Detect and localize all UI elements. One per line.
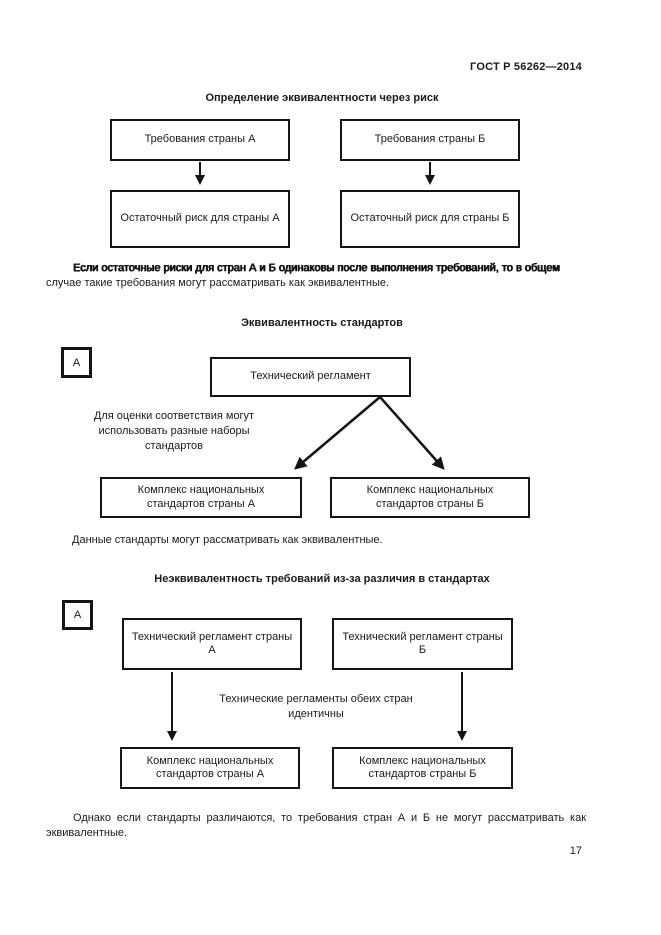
flow-box-residual-risk-country-a: Остаточный риск для страны А	[110, 190, 290, 248]
section-title-nonequivalence: Неэквивалентность требований из-за разли…	[154, 573, 490, 585]
figure-marker-a-1: А	[61, 347, 92, 378]
section-title-equivalence: Эквивалентность стандартов	[241, 317, 403, 329]
diagonal-arrow-icon	[294, 396, 381, 470]
page-number: 17	[569, 845, 582, 857]
flow-box-requirements-country-a: Требования страны А	[110, 119, 290, 161]
flow-box-tech-regulation-country-a: Технический регламент страны А	[122, 618, 302, 670]
equivalence-caption: Данные стандарты могут рассматривать как…	[72, 534, 383, 546]
risk-paragraph-line1: Если остаточные риски для стран А и Б од…	[73, 262, 560, 274]
flow-box-national-standards-b-2: Комплекс национальных стандартов страны …	[332, 747, 513, 789]
nonequivalence-paragraph: Однако если стандарты различаются, то тр…	[46, 812, 586, 839]
flow-box-residual-risk-country-b: Остаточный риск для страны Б	[340, 190, 520, 248]
flow-box-national-standards-a-2: Комплекс национальных стандартов страны …	[120, 747, 300, 789]
risk-paragraph-line2: случае такие требования могут рассматрив…	[46, 277, 390, 289]
note-different-standard-sets: Для оценки соответствия могут использова…	[93, 410, 255, 452]
flow-box-national-standards-b-1: Комплекс национальных стандартов страны …	[330, 477, 530, 518]
document-header: ГОСТ Р 56262—2014	[470, 61, 582, 73]
risk-paragraph: Если остаточные риски для стран А и Б од…	[46, 261, 598, 291]
section-title-risk: Определение эквивалентности через риск	[205, 92, 439, 104]
note-identical-regulations: Технические регламенты обеих стран идент…	[219, 693, 413, 720]
flow-box-tech-regulation-country-b: Технический регламент страны Б	[332, 618, 513, 670]
flow-box-tech-regulation: Технический регламент	[210, 357, 411, 397]
figure-marker-a-2: А	[62, 600, 93, 630]
diagonal-arrow-icon	[379, 396, 445, 470]
flow-box-requirements-country-b: Требования страны Б	[340, 119, 520, 161]
flow-box-national-standards-a-1: Комплекс национальных стандартов страны …	[100, 477, 302, 518]
